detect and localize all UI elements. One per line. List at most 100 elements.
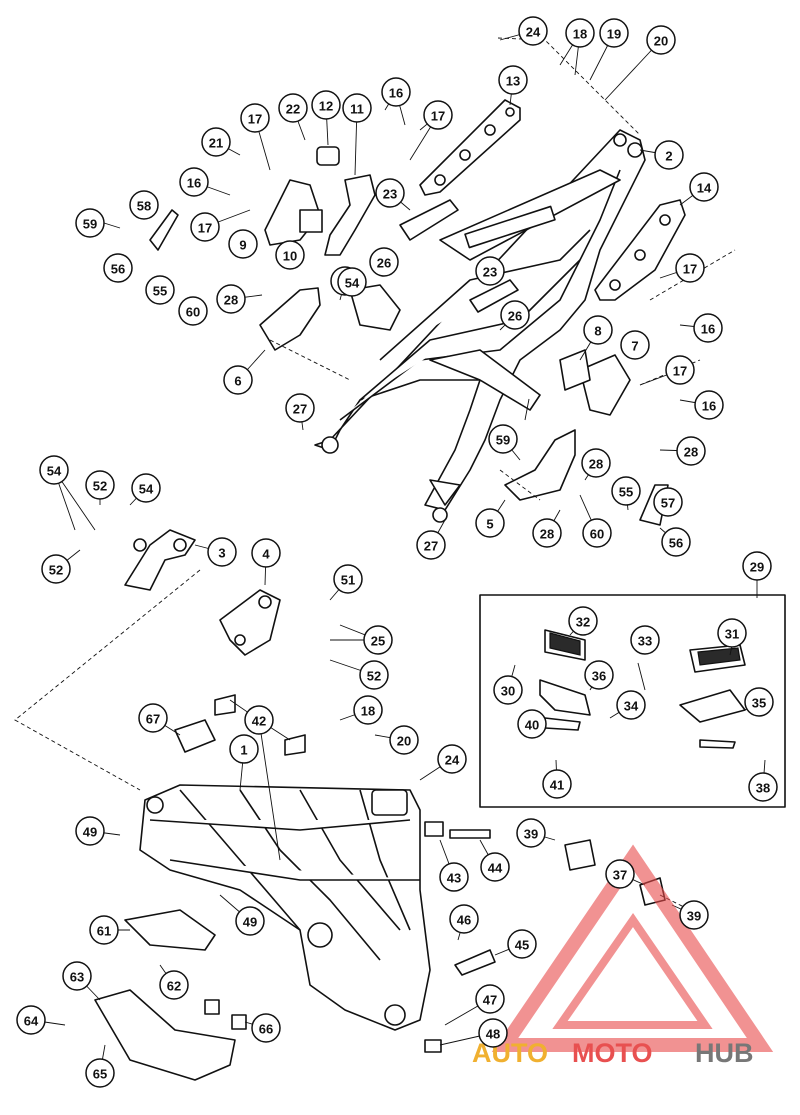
callout-39: 39	[679, 900, 709, 930]
callout-number: 59	[496, 433, 510, 448]
callout-number: 44	[488, 861, 503, 876]
callout-circle	[518, 16, 548, 46]
callout-circle	[251, 538, 281, 568]
callout-circle	[661, 527, 691, 557]
callout-circle	[478, 1018, 508, 1048]
callout-27: 27	[285, 393, 315, 423]
clamp-23-top	[399, 199, 459, 241]
watermark-triangle-inner	[552, 912, 713, 1029]
part-67	[174, 719, 216, 753]
callout-61: 61	[89, 915, 119, 945]
engine-mount-3	[124, 529, 196, 591]
callout-number: 55	[153, 284, 167, 299]
callout-number: 61	[97, 924, 111, 939]
callout-number: 16	[701, 322, 715, 337]
callout-22: 22	[278, 93, 308, 123]
callout-circle	[744, 687, 774, 717]
callout-37: 37	[605, 859, 635, 889]
callout-number: 24	[445, 753, 460, 768]
footpeg-36	[539, 679, 591, 716]
footpeg-32	[544, 629, 586, 661]
callout-number: 4	[262, 547, 270, 562]
callout-42: 42	[244, 705, 274, 735]
callout-circle	[278, 93, 308, 123]
bushing-12	[316, 146, 340, 166]
callout-circle	[675, 253, 705, 283]
part-48	[424, 1039, 442, 1053]
callout-16: 16	[179, 167, 209, 197]
callout-number: 28	[224, 293, 238, 308]
callout-circle	[654, 140, 684, 170]
callout-17: 17	[423, 100, 453, 130]
callout-circle	[480, 852, 510, 882]
callout-circle	[251, 1013, 281, 1043]
callout-circle	[475, 256, 505, 286]
callout-55: 55	[145, 275, 175, 305]
callout-number: 59	[83, 217, 97, 232]
callout-circle	[159, 970, 189, 1000]
callout-circle	[311, 90, 341, 120]
watermark-logo	[491, 844, 774, 1052]
watermark-text: AUTO MOTO HUB	[472, 1038, 754, 1068]
callout-52: 52	[41, 554, 71, 584]
callout-number: 23	[383, 187, 397, 202]
callout-number: 55	[619, 485, 633, 500]
lever-11	[324, 174, 376, 256]
main-frame	[139, 784, 431, 1031]
callout-12: 12	[311, 90, 341, 120]
callout-circle	[228, 229, 258, 259]
callout-24: 24	[437, 744, 467, 774]
callout-circle	[584, 660, 614, 690]
callout-21: 21	[201, 127, 231, 157]
callout-circle	[389, 725, 419, 755]
callout-number: 13	[506, 74, 520, 89]
callout-number: 30	[501, 684, 515, 699]
callout-number: 47	[483, 993, 497, 1008]
callout-number: 46	[457, 913, 471, 928]
callout-63: 63	[62, 961, 92, 991]
callout-number: 51	[341, 573, 355, 588]
part-61	[124, 909, 216, 951]
callout-20: 20	[389, 725, 419, 755]
callout-44: 44	[480, 852, 510, 882]
callout-circle	[516, 818, 546, 848]
callout-circle	[223, 365, 253, 395]
callout-number: 48	[486, 1027, 500, 1042]
callout-number: 14	[697, 181, 712, 196]
callout-54: 54	[39, 455, 69, 485]
callout-54: 54	[131, 473, 161, 503]
callout-number: 54	[47, 464, 62, 479]
callout-48: 48	[478, 1018, 508, 1048]
callout-34: 34	[616, 690, 646, 720]
callout-52: 52	[359, 660, 389, 690]
callout-circle	[39, 455, 69, 485]
callout-circle	[693, 313, 723, 343]
callout-43: 43	[439, 862, 469, 892]
callout-number: 17	[198, 221, 212, 236]
callout-62: 62	[159, 970, 189, 1000]
callout-number: 22	[286, 102, 300, 117]
callout-number: 16	[187, 176, 201, 191]
callout-circle	[630, 625, 660, 655]
callout-circle	[216, 284, 246, 314]
watermark-triangle	[491, 844, 774, 1052]
callout-number: 16	[702, 399, 716, 414]
callout-number: 60	[590, 527, 604, 542]
callout-circle	[179, 167, 209, 197]
callout-number: 8	[594, 324, 601, 339]
callout-number: 39	[687, 909, 701, 924]
callout-circle	[337, 267, 367, 297]
watermark-word-hub: HUB	[695, 1038, 754, 1068]
callout-number: 7	[631, 339, 638, 354]
callout-circle	[475, 508, 505, 538]
callout-circle	[85, 1058, 115, 1088]
callout-56: 56	[103, 253, 133, 283]
callout-circle	[178, 296, 208, 326]
callout-circle	[498, 65, 528, 95]
skid-plate-63	[94, 989, 236, 1081]
callout-circle	[235, 906, 265, 936]
callout-circle	[333, 564, 363, 594]
callout-number: 26	[508, 309, 522, 324]
callout-36: 36	[584, 660, 614, 690]
callout-6: 6	[223, 365, 253, 395]
